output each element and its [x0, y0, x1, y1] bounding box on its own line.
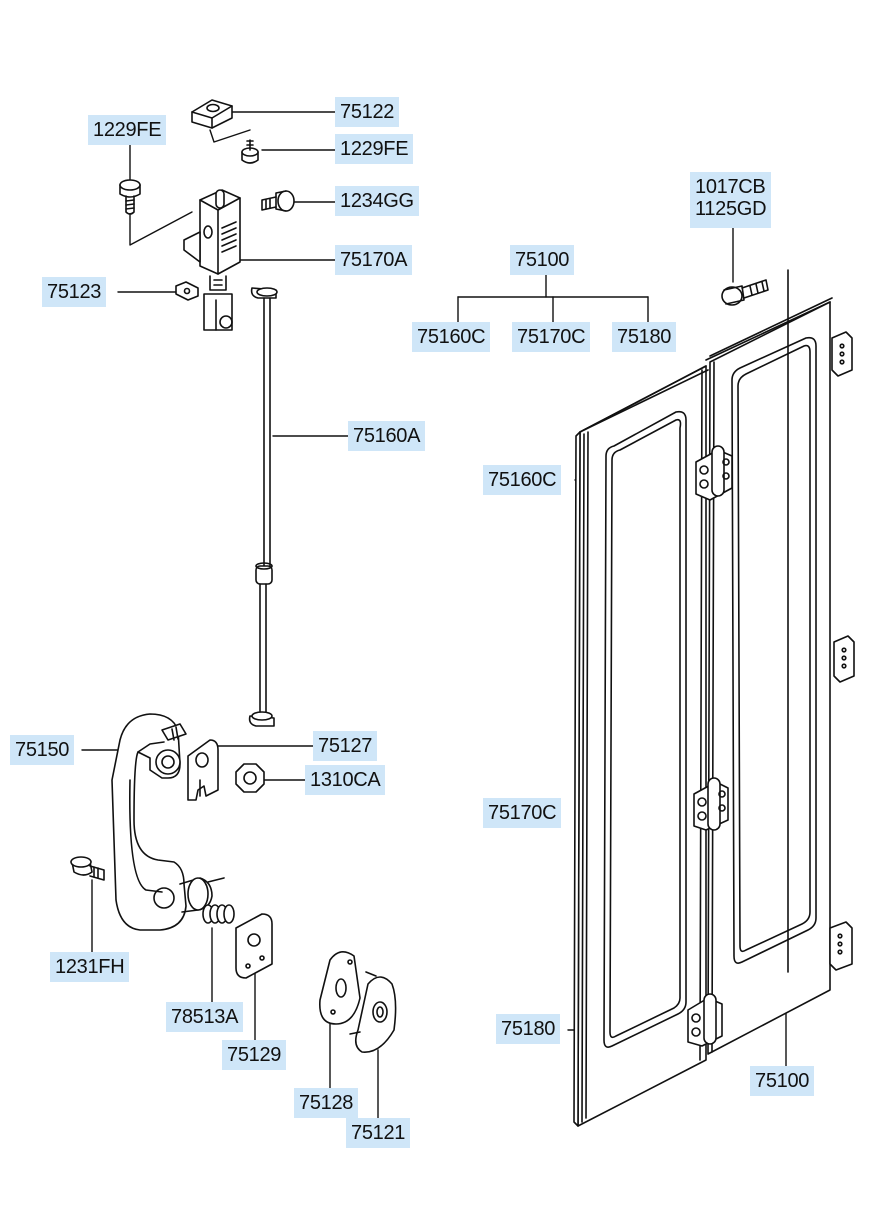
label-75170c-group[interactable]: 75170C [512, 322, 591, 352]
label-75160a[interactable]: 75160A [348, 421, 426, 451]
bumper-75121-drawing [349, 971, 397, 1053]
hinge-75170c-drawing [693, 777, 729, 831]
plate-75129-drawing [235, 913, 273, 979]
nut-1310ca-drawing [235, 763, 265, 793]
label-75150[interactable]: 75150 [10, 735, 75, 765]
label-75123[interactable]: 75123 [42, 277, 107, 307]
plate-75127-drawing [187, 739, 219, 801]
handle-75150-drawing [111, 713, 225, 931]
label-75180-hinge[interactable]: 75180 [496, 1014, 561, 1044]
left-door-leaf-drawing [573, 365, 709, 1127]
label-1310ca[interactable]: 1310CA [305, 765, 386, 795]
label-1229fe-top[interactable]: 1229FE [88, 115, 167, 145]
label-1125gd: 1125GD [695, 198, 767, 220]
label-75170c-hinge[interactable]: 75170C [483, 798, 562, 828]
label-78513a[interactable]: 78513A [166, 1002, 244, 1032]
label-75160c-hinge[interactable]: 75160C [483, 465, 562, 495]
hinge-75160c-drawing [695, 445, 733, 501]
label-1017cb-1125gd[interactable]: 1017CB 1125GD [690, 172, 772, 228]
label-1231fh[interactable]: 1231FH [50, 952, 130, 982]
label-75122[interactable]: 75122 [335, 97, 400, 127]
screw-1234gg-drawing [261, 190, 295, 212]
label-75160c-group[interactable]: 75160C [412, 322, 491, 352]
bracket-75122-drawing [191, 99, 233, 129]
latch-75170a-drawing [183, 189, 241, 331]
label-75180-group[interactable]: 75180 [612, 322, 677, 352]
label-75170a[interactable]: 75170A [335, 245, 413, 275]
label-1229fe-left[interactable]: 1229FE [335, 134, 414, 164]
label-1234gg[interactable]: 1234GG [335, 186, 419, 216]
screw-1017cb-drawing [721, 279, 769, 306]
screw-1229fe-upper-drawing [241, 139, 259, 164]
screw-1231fh-drawing [70, 856, 105, 881]
gasket-75128-drawing [319, 951, 361, 1025]
label-75121[interactable]: 75121 [346, 1118, 411, 1148]
right-door-leaf-drawing [705, 269, 855, 1055]
label-75129[interactable]: 75129 [222, 1040, 287, 1070]
label-75100-bottom[interactable]: 75100 [750, 1066, 815, 1096]
label-75128[interactable]: 75128 [294, 1088, 359, 1118]
hinge-75180-drawing [687, 993, 723, 1047]
spring-78513a-drawing [202, 904, 235, 924]
clip-75123-drawing [175, 281, 199, 301]
label-75127[interactable]: 75127 [313, 731, 378, 761]
rod-75160a-drawing [248, 287, 278, 727]
label-75100-top[interactable]: 75100 [510, 245, 575, 275]
screw-1229fe-left-drawing [119, 179, 141, 215]
label-1017cb: 1017CB [695, 176, 766, 198]
